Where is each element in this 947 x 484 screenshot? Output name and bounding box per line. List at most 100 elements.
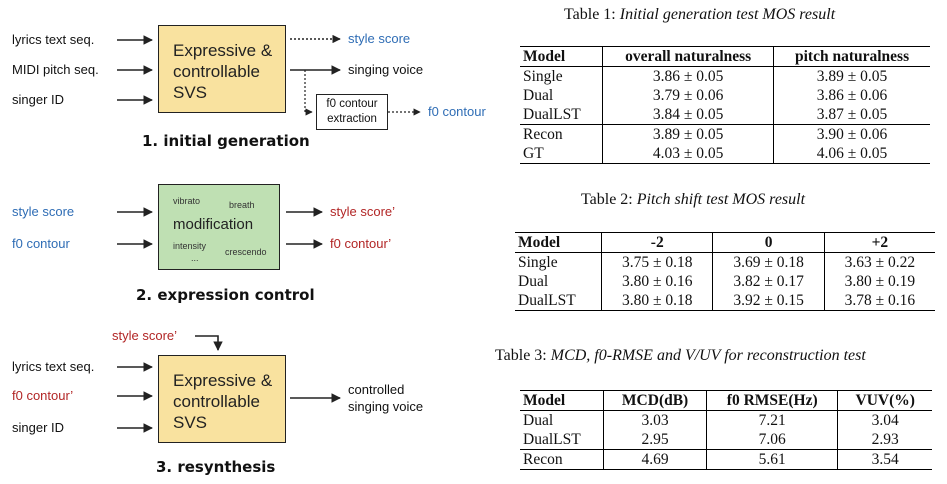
table-cell: 3.78 ± 0.16 <box>823 291 935 311</box>
table-cell: 2.95 <box>603 430 707 450</box>
output-line: singing voice <box>348 399 424 414</box>
table-row: DualLST 3.84 ± 0.05 3.87 ± 0.05 <box>520 105 930 125</box>
input-lyrics-text-3: lyrics text seq. <box>12 359 95 374</box>
table-header-cell: -2 <box>601 232 713 253</box>
table-cell: 3.89 ± 0.05 <box>773 66 930 86</box>
svs-box-line: Expressive & <box>173 41 273 60</box>
table-cell: DualLST <box>515 291 602 311</box>
input-singer-id: singer ID <box>12 92 65 107</box>
table-header-cell: MCD(dB) <box>603 390 707 411</box>
extraction-box-line: f0 contour <box>326 98 378 110</box>
table-cell: 3.92 ± 0.15 <box>712 291 825 311</box>
table-header-cell: pitch naturalness <box>773 46 930 67</box>
table-cell: 3.54 <box>837 449 932 470</box>
table-cell: 3.75 ± 0.18 <box>601 252 713 272</box>
table-row: Dual 3.79 ± 0.06 3.86 ± 0.06 <box>520 86 930 105</box>
input-style-score: style score <box>12 204 75 219</box>
arrow-top-style-score <box>195 335 223 351</box>
table-row: Single 3.75 ± 0.18 3.69 ± 0.18 3.63 ± 0.… <box>515 252 935 272</box>
table-cell: 2.93 <box>837 430 932 450</box>
extraction-box-line: extraction <box>327 113 377 125</box>
table-row: Single 3.86 ± 0.05 3.89 ± 0.05 <box>520 66 930 86</box>
input-lyrics-text: lyrics text seq. <box>12 32 95 47</box>
table-header-cell: VUV(%) <box>837 390 932 411</box>
svs-box-line: Expressive & <box>173 371 273 390</box>
table-header-cell: Model <box>520 390 604 411</box>
input-f0-contour: f0 contour <box>12 236 70 251</box>
table-cell: 5.61 <box>705 449 838 470</box>
table-cell: Single <box>518 254 558 271</box>
table-header-row: Model MCD(dB) f0 RMSE(Hz) VUV(%) <box>520 390 932 411</box>
table-cell: 7.21 <box>705 410 838 430</box>
table-cell: 4.69 <box>603 449 707 470</box>
table-cell: 3.84 ± 0.05 <box>602 105 774 125</box>
table-cell: 4.06 ± 0.05 <box>773 144 930 164</box>
table-cell: 3.89 ± 0.05 <box>602 124 774 144</box>
table-header-cell: Model <box>520 46 603 67</box>
table-row: Dual 3.80 ± 0.16 3.82 ± 0.17 3.80 ± 0.19 <box>515 272 935 291</box>
input-singer-id-3: singer ID <box>12 420 65 435</box>
word-modification: modification <box>173 216 254 233</box>
table2: Model -2 0 +2 Single 3.75 ± 0.18 3.69 ± … <box>515 232 935 311</box>
table-header-cell: overall naturalness <box>602 46 774 67</box>
table-cell: 3.80 ± 0.18 <box>601 291 713 311</box>
table3-title: Table 3: MCD, f0-RMSE and V/UV for recon… <box>495 347 866 365</box>
table-cell: 3.86 ± 0.06 <box>773 86 930 105</box>
word-intensity: intensity <box>173 241 207 251</box>
table-header-cell: 0 <box>712 232 825 253</box>
arrow-to-extraction <box>304 70 313 116</box>
output-controlled-voice: controlled singing voice <box>348 381 423 415</box>
table3: Model MCD(dB) f0 RMSE(Hz) VUV(%) Dual 3.… <box>520 390 932 470</box>
table-cell: Recon <box>520 124 603 144</box>
table2-title: Table 2: Pitch shift test MOS result <box>581 191 805 209</box>
diagram-arrows <box>117 34 421 433</box>
table-cell: DualLST <box>523 431 581 448</box>
table-cell: Single <box>523 68 563 85</box>
table-cell: 4.03 ± 0.05 <box>602 144 774 164</box>
svs-box-line: controllable <box>173 62 260 81</box>
table-row: Recon 3.89 ± 0.05 3.90 ± 0.06 <box>520 124 930 144</box>
svs-box-resynthesis: Expressive & controllable SVS <box>158 355 286 443</box>
output-singing-voice: singing voice <box>348 62 424 77</box>
table-cell: GT <box>520 144 603 164</box>
input-midi-pitch: MIDI pitch seq. <box>12 62 99 77</box>
table-cell: 3.80 ± 0.19 <box>823 272 935 291</box>
table-header-row: Model -2 0 +2 <box>515 232 935 253</box>
table-cell: 7.06 <box>705 430 838 450</box>
table2-title-prefix: Table 2: <box>581 191 633 208</box>
table1: Model overall naturalness pitch naturaln… <box>520 46 930 164</box>
svs-box-line: SVS <box>173 413 208 432</box>
table-header-cell: f0 RMSE(Hz) <box>705 390 838 411</box>
table-cell: 3.63 ± 0.22 <box>823 252 935 272</box>
table3-title-text: MCD, f0-RMSE and V/UV for reconstruction… <box>550 347 866 364</box>
table-cell: 3.03 <box>603 410 707 430</box>
table-cell: Recon <box>520 449 604 470</box>
table-cell: 3.69 ± 0.18 <box>712 252 825 272</box>
table-header-cell: +2 <box>823 232 935 253</box>
table-cell: Dual <box>523 87 554 104</box>
table-row: Dual 3.03 7.21 3.04 <box>520 410 932 430</box>
table1-title: Table 1: Initial generation test MOS res… <box>564 6 835 24</box>
table-cell: Dual <box>523 412 554 429</box>
table-cell: Dual <box>518 273 549 290</box>
table-row: GT 4.03 ± 0.05 4.06 ± 0.05 <box>520 144 930 164</box>
input-f0-contour-prime: f0 contour’ <box>12 388 74 403</box>
table1-title-prefix: Table 1: <box>564 6 616 23</box>
caption-expression-control: 2. expression control <box>136 286 315 304</box>
output-line: controlled <box>348 382 405 397</box>
svs-box-line: controllable <box>173 392 260 411</box>
word-breath: breath <box>229 200 255 210</box>
word-vibrato: vibrato <box>173 196 201 206</box>
table-cell: 3.86 ± 0.05 <box>602 66 774 86</box>
input-style-score-prime: style score’ <box>112 328 178 343</box>
output-style-score-prime: style score’ <box>330 204 396 219</box>
f0-extraction-box: f0 contour extraction <box>316 94 388 130</box>
svs-box-line: SVS <box>173 83 208 102</box>
table-cell: 3.04 <box>837 410 932 430</box>
table-header-row: Model overall naturalness pitch naturaln… <box>520 46 930 67</box>
table-cell: 3.87 ± 0.05 <box>773 105 930 125</box>
output-style-score: style score <box>348 31 411 46</box>
table-row: Recon 4.69 5.61 3.54 <box>520 449 932 470</box>
output-f0-contour-prime: f0 contour’ <box>330 236 392 251</box>
modification-box: vibrato breath modification intensity cr… <box>158 184 280 270</box>
